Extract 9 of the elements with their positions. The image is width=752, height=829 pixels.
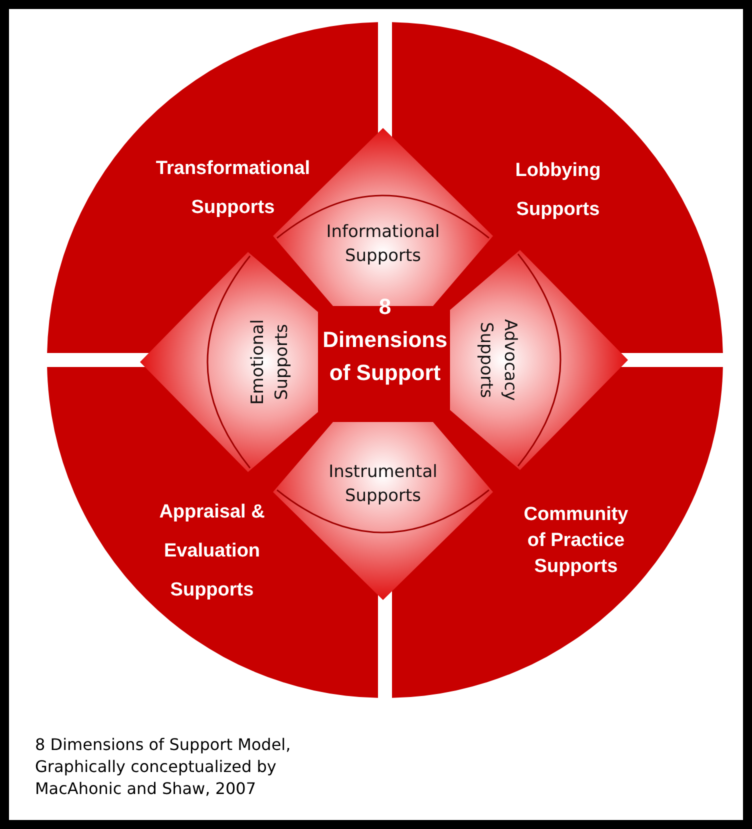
segment-label: Advocacy Supports <box>475 318 521 403</box>
segment-label: Appraisal & Evaluation Supports <box>158 500 266 602</box>
caption: 8 Dimensions of Support Model, Graphically conceptualized by MacAhonic and Shaw, 2007 <box>35 734 292 800</box>
segment-label: Instrumental Supports <box>328 461 438 508</box>
segment-label: Emotional Supports <box>247 318 293 407</box>
segment-label: Transformational Supports <box>154 157 312 220</box>
segment-label: Lobbying Supports <box>514 159 602 222</box>
segment-label: Informational Supports <box>325 221 441 268</box>
segment-label: Community of Practice Supports <box>524 503 628 579</box>
